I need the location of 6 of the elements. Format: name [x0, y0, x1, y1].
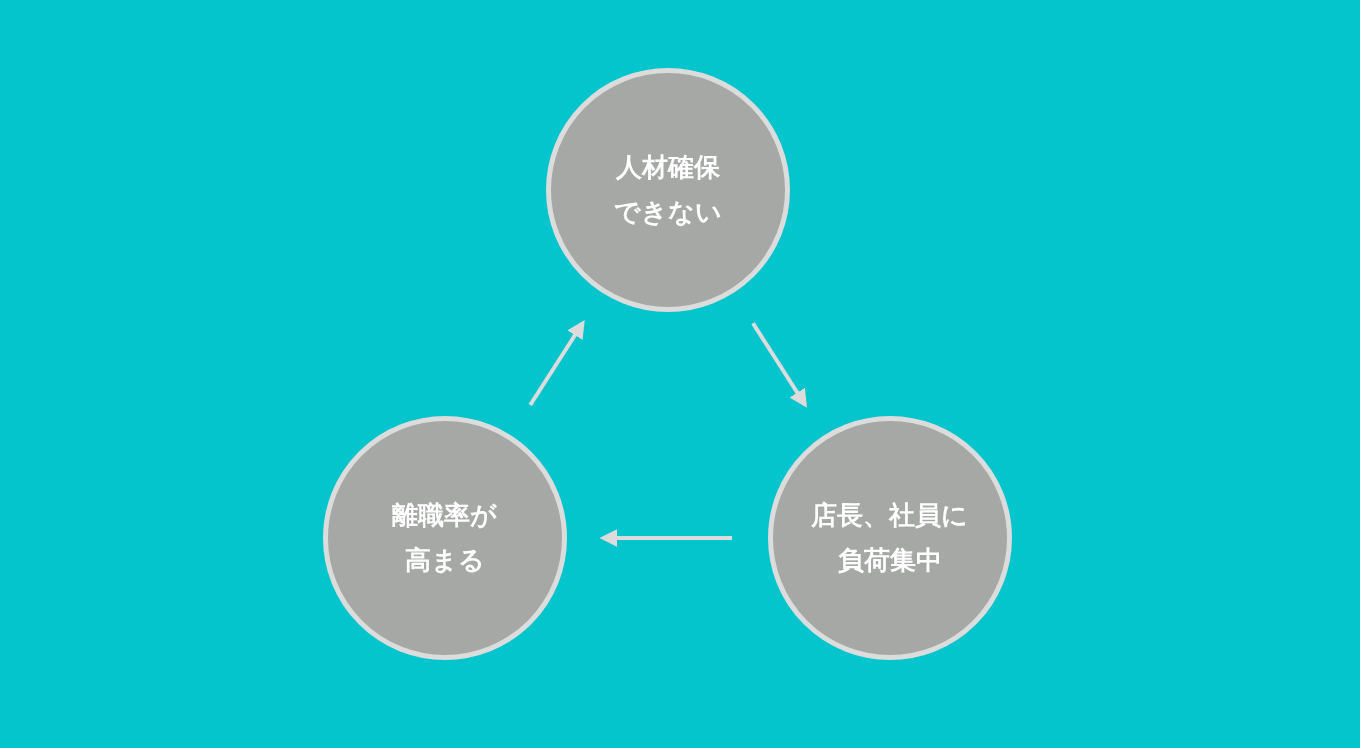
node-label: 人材確保できない — [613, 150, 723, 229]
node-label: 店長、社員に負荷集中 — [810, 498, 970, 577]
arrow — [528, 320, 585, 407]
node-label: 離職率が高まる — [391, 498, 499, 577]
arrow — [751, 322, 807, 408]
arrow — [599, 529, 732, 547]
